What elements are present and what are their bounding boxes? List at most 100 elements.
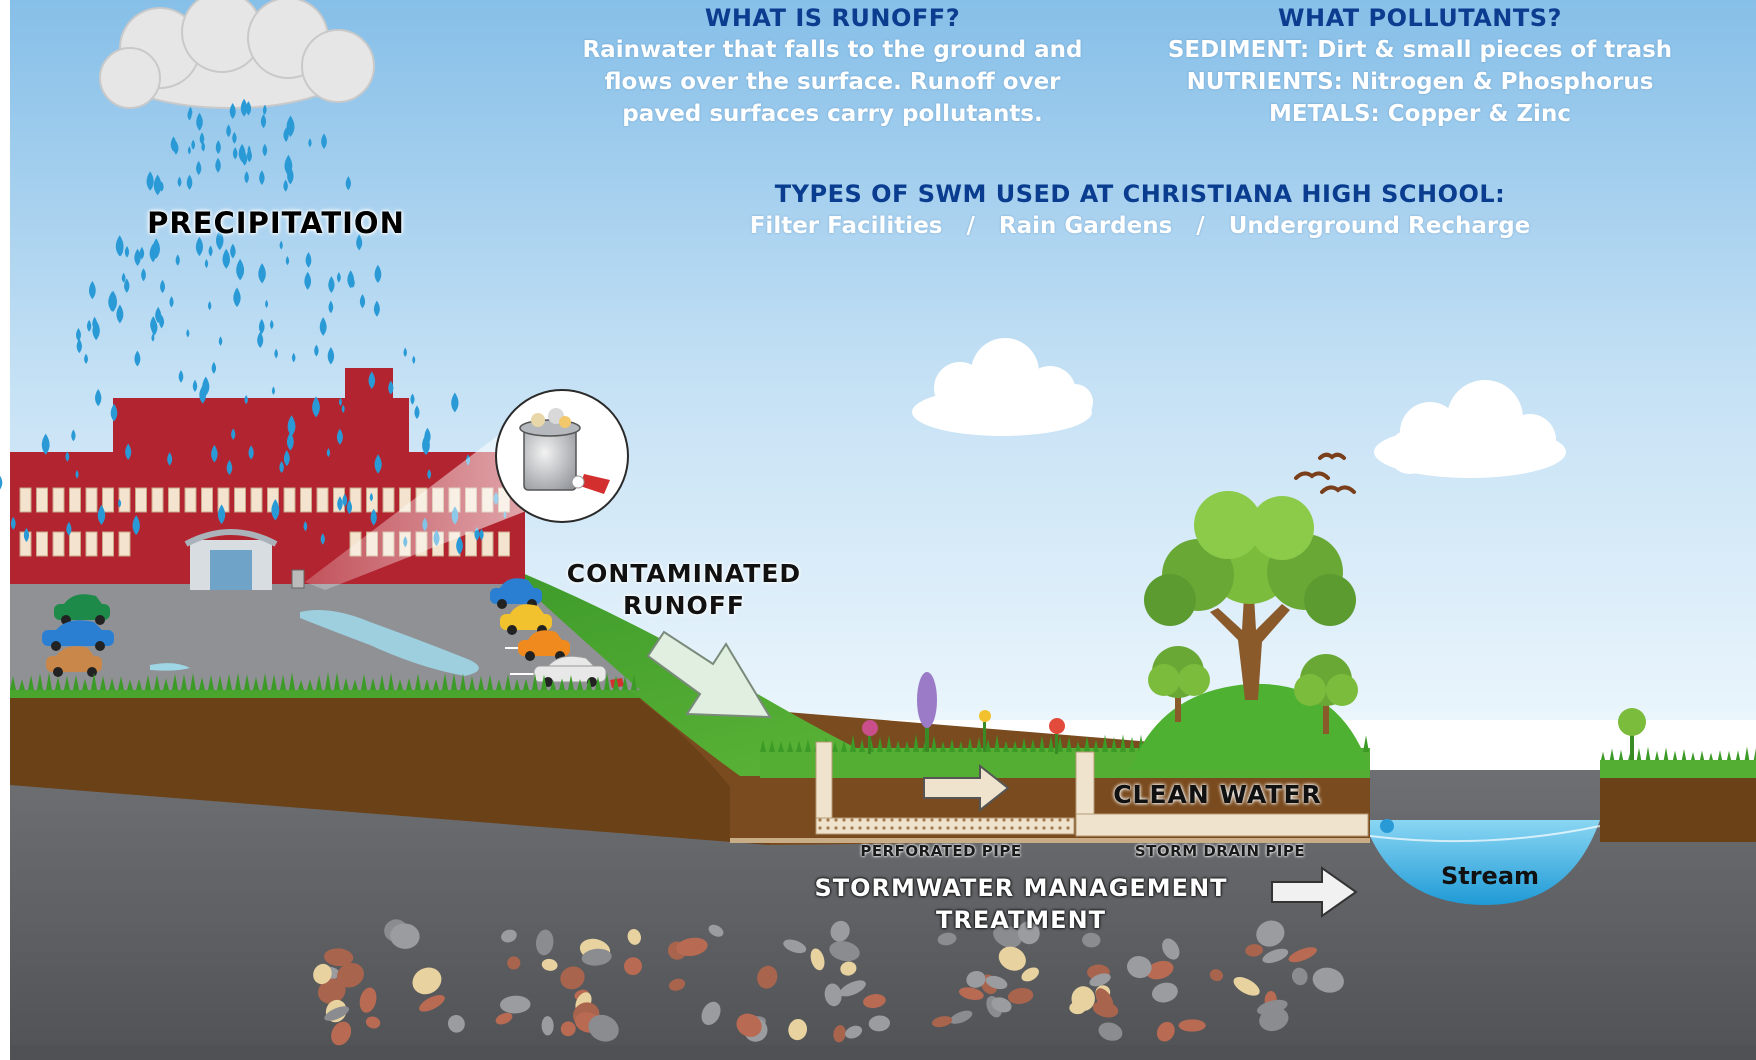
raindrop <box>345 176 351 191</box>
stone <box>830 920 850 942</box>
raindrop <box>279 460 284 474</box>
stone <box>1089 973 1111 987</box>
raindrop <box>312 396 320 418</box>
stone <box>412 967 442 995</box>
grass-blade <box>478 675 484 690</box>
stone <box>541 958 558 971</box>
rain-cloud <box>99 0 375 109</box>
window <box>69 487 81 513</box>
window <box>300 487 312 513</box>
raindrop <box>84 353 88 364</box>
grass-blade <box>127 679 133 690</box>
raindrop <box>414 405 420 420</box>
grass-blade <box>1030 738 1036 752</box>
stone <box>495 1012 513 1025</box>
stone <box>757 965 778 989</box>
grass-blade <box>208 674 214 690</box>
raindrop <box>195 236 204 257</box>
window <box>85 487 98 513</box>
grass-blade <box>604 672 610 690</box>
stone <box>627 929 641 945</box>
raindrop <box>134 350 141 367</box>
raindrop <box>370 508 377 526</box>
raindrop <box>244 394 248 405</box>
grass-blade <box>469 676 475 690</box>
grass-blade <box>541 674 547 690</box>
raindrop <box>236 258 245 281</box>
grass-blade <box>1129 736 1135 752</box>
raindrop <box>305 252 312 268</box>
raindrop <box>244 171 249 184</box>
raindrop <box>178 370 184 383</box>
stone <box>868 1015 891 1032</box>
grass-blade <box>1021 737 1027 752</box>
raindrop <box>248 445 254 460</box>
raindrop <box>217 504 226 525</box>
pollutants-line-2: NUTRIENTS: Nitrogen & Phosphorus <box>1186 69 1654 95</box>
raindrop <box>215 157 221 173</box>
grass-blade <box>931 735 937 752</box>
raindrop <box>259 170 265 185</box>
grass-blade <box>10 675 16 690</box>
grass-blade <box>163 678 169 690</box>
raindrop <box>222 248 230 269</box>
grass-blade <box>949 738 955 752</box>
raindrop <box>369 492 373 502</box>
cloud-right <box>1374 380 1566 478</box>
raindrop <box>124 246 130 258</box>
stone <box>1162 938 1180 960</box>
raindrop <box>160 279 166 294</box>
left-margin <box>0 0 10 1060</box>
clean-water-label: CLEAN WATER <box>1113 780 1322 809</box>
stone <box>336 963 364 988</box>
grass-blade <box>235 672 241 690</box>
stone <box>788 1019 808 1041</box>
grass-blade <box>994 734 1000 752</box>
stone <box>845 1025 863 1039</box>
pipes <box>815 741 1369 837</box>
grass-blade <box>1075 741 1081 752</box>
grass-blade <box>532 673 538 690</box>
stone <box>1146 960 1174 980</box>
raindrop <box>23 527 30 542</box>
raindrop <box>328 276 335 294</box>
window <box>201 487 213 513</box>
grass-blade <box>442 673 448 690</box>
raindrop <box>262 143 268 157</box>
window <box>498 531 510 557</box>
grass-blade <box>397 679 403 690</box>
raindrop <box>410 393 415 405</box>
stone <box>535 929 554 956</box>
window <box>481 531 494 557</box>
raindrop <box>108 291 116 312</box>
raindrop <box>76 327 81 342</box>
grass-blade <box>244 674 250 690</box>
window <box>52 487 65 513</box>
window <box>36 487 48 513</box>
grass-blade <box>253 676 259 690</box>
grass-blade <box>19 679 25 690</box>
raindrop <box>230 243 236 259</box>
grass-blade <box>967 737 973 752</box>
grass-blade <box>118 676 124 690</box>
raindrop <box>479 528 484 541</box>
raindrop <box>232 131 237 144</box>
grass-blade <box>172 673 178 690</box>
stone <box>390 923 420 949</box>
grass-blade <box>550 679 556 690</box>
raindrop <box>286 432 294 451</box>
raindrop <box>146 171 154 191</box>
raindrop <box>257 331 264 349</box>
stone <box>966 970 986 988</box>
raindrop <box>232 147 238 160</box>
raindrop <box>169 296 174 308</box>
grass-blade <box>1663 747 1669 764</box>
raindrop <box>265 299 269 309</box>
stone <box>783 939 807 954</box>
grass-blade <box>181 674 187 690</box>
grass-blade <box>595 676 601 690</box>
grass-blade <box>1039 735 1045 752</box>
raindrop <box>284 154 293 176</box>
raindrop <box>187 109 192 121</box>
raindrop <box>241 151 248 166</box>
